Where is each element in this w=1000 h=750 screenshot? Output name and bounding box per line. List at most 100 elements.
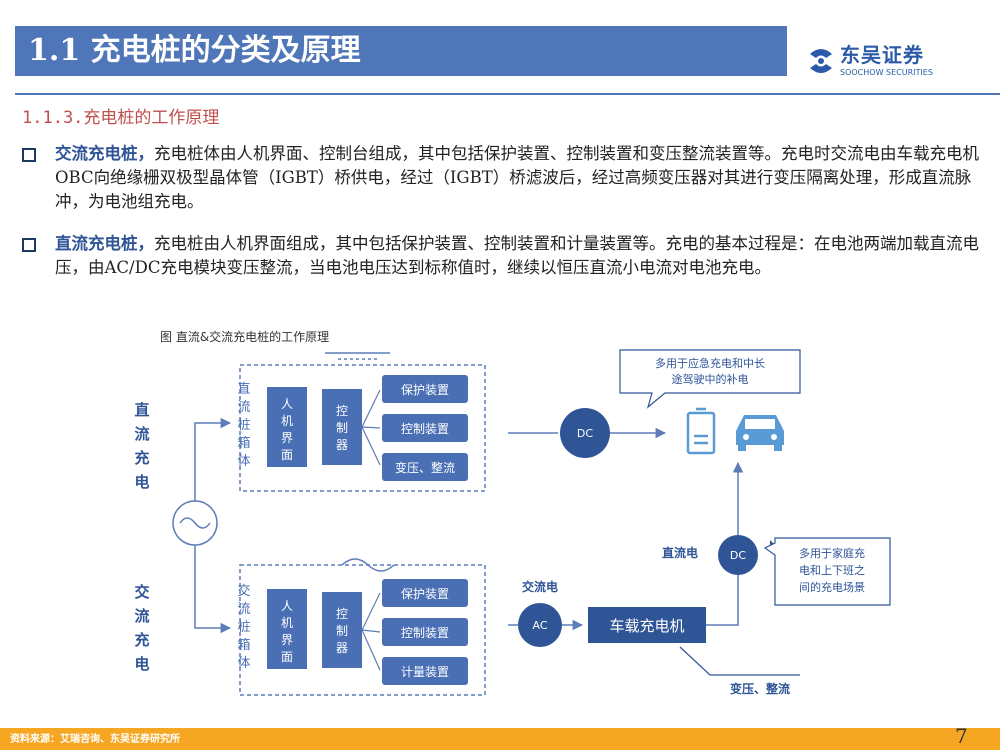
dc-box-char: 体 xyxy=(237,454,250,469)
section-subtitle: 1.1.3.充电桩的工作原理 xyxy=(22,108,220,128)
square-bullet-icon xyxy=(22,148,36,162)
dc-circle-2-label: DC xyxy=(730,549,746,562)
dc-hmi-char: 面 xyxy=(281,448,293,462)
dc-side-char: 电 xyxy=(134,473,149,491)
dc-circle xyxy=(560,408,610,458)
ac-side-char: 充 xyxy=(134,631,149,649)
dc-box-char: 箱 xyxy=(237,435,250,451)
ac-box-char: 流 xyxy=(237,602,250,617)
logo-mark-icon xyxy=(810,49,832,73)
ac-circle xyxy=(518,603,562,647)
charging-diagram: 直 流 充 电 交 流 充 电 直 流 桩 箱 体 人 机 界 面 xyxy=(134,349,891,696)
ac-source-icon xyxy=(172,500,218,546)
note-right-line: 多用于家庭充 xyxy=(799,546,865,560)
ac-side-label: 交 流 充 电 xyxy=(134,583,149,673)
dc-side-char: 充 xyxy=(134,449,149,467)
ac-controller-char: 控 xyxy=(336,607,348,621)
dc-circle-label: DC xyxy=(577,427,593,440)
paragraph-lead: 直流充电桩， xyxy=(55,234,154,253)
logo-english: SOOCHOW SECURITIES xyxy=(840,68,933,77)
dc-box-char: 流 xyxy=(237,400,250,415)
paragraph-text: 充电桩体由人机界面、控制台组成，其中包括保护装置、控制装置和变压整流装置等。充电… xyxy=(55,144,979,211)
dc-side-char: 流 xyxy=(134,425,149,443)
ac-branch-lines xyxy=(361,592,381,671)
ac-circle-label: AC xyxy=(532,619,547,632)
ac-box-char: 交 xyxy=(237,583,250,599)
dc-hmi-char: 界 xyxy=(281,431,293,445)
figure-caption: 图 直流&交流充电桩的工作原理 xyxy=(160,330,330,344)
logo-name: 东吴证券 xyxy=(840,43,924,67)
ac-module-meter xyxy=(382,657,468,685)
note-right-line: 间的充电场景 xyxy=(799,580,865,594)
dc-box-char: 桩 xyxy=(237,418,250,433)
ac-module-label: 计量装置 xyxy=(401,665,449,679)
dc-side-char: 直 xyxy=(134,401,149,419)
dc-box-char: 直 xyxy=(237,382,250,397)
dc-circle-2 xyxy=(718,535,758,575)
label-ac-power: 交流电 xyxy=(522,579,558,594)
ac-box-char: 桩 xyxy=(237,620,250,635)
battery-icon xyxy=(686,407,716,455)
ac-hmi-char: 机 xyxy=(281,616,293,630)
ac-hmi-char: 面 xyxy=(281,650,293,664)
label-dc-power: 直流电 xyxy=(662,545,698,560)
wire-to-dc-box xyxy=(194,417,232,501)
rectify-callout-line xyxy=(679,646,800,676)
dc-controller-char: 控 xyxy=(336,404,348,418)
page-title: 1.1 充电桩的分类及原理 xyxy=(28,33,361,68)
ac-hmi-block xyxy=(267,589,307,669)
car-icon xyxy=(736,415,784,451)
obc-label: 车载充电机 xyxy=(609,617,684,635)
dc-module-control xyxy=(382,414,468,442)
ac-module-label: 保护装置 xyxy=(401,587,449,601)
ac-box-char: 体 xyxy=(237,656,250,671)
dc-controller-char: 制 xyxy=(336,421,348,435)
page-number: 7 xyxy=(955,724,968,748)
footer-source: 资料来源：艾瑞咨询、东吴证券研究所 xyxy=(10,734,180,745)
ac-side-char: 电 xyxy=(134,655,149,673)
dc-module-label: 保护装置 xyxy=(401,383,449,397)
note-top-callout: 多用于应急充电和中长 途驾驶中的补电 xyxy=(619,349,801,409)
ac-hmi-char: 界 xyxy=(281,633,293,647)
dc-hmi-block xyxy=(267,387,307,467)
paragraph-ac: 交流充电桩，充电桩体由人机界面、控制台组成，其中包括保护装置、控制装置和变压整流… xyxy=(22,142,980,214)
dc-side-label: 直 流 充 电 xyxy=(134,401,149,491)
company-logo: 东吴证券 SOOCHOW SECURITIES xyxy=(806,43,976,78)
obc-block xyxy=(588,607,706,643)
dc-cabinet-box: 直 流 桩 箱 体 人 机 界 面 控 制 器 保护装置 控制装置 变压、整流 xyxy=(237,352,486,492)
dc-hmi-char: 机 xyxy=(281,414,293,428)
ac-side-char: 交 xyxy=(134,583,149,601)
ac-module-control xyxy=(382,618,468,646)
paragraph-text: 充电桩由人机界面组成，其中包括保护装置、控制装置和计量装置等。充电的基本过程是：… xyxy=(55,234,979,277)
dc-module-rectify xyxy=(382,453,468,481)
dc-hmi-char: 人 xyxy=(281,397,293,411)
ac-hmi-char: 人 xyxy=(281,599,293,613)
wire-obc-to-dc xyxy=(706,555,744,626)
dc-module-label: 变压、整流 xyxy=(395,460,455,475)
paragraph-lead: 交流充电桩， xyxy=(55,144,154,163)
footer-bar xyxy=(0,728,1000,750)
ac-module-label: 控制装置 xyxy=(401,626,449,640)
dc-controller-block xyxy=(322,389,362,465)
wire-to-ac-box xyxy=(194,545,232,634)
ac-side-char: 流 xyxy=(134,607,149,625)
header-divider xyxy=(15,93,1000,95)
note-top-line: 途驾驶中的补电 xyxy=(672,372,749,386)
ac-controller-block xyxy=(322,592,362,668)
dc-controller-char: 器 xyxy=(336,438,348,452)
title-bar xyxy=(15,26,787,76)
ac-cabinet-box: 交 流 桩 箱 体 人 机 界 面 控 制 器 保护装置 控制装置 计量装置 xyxy=(237,558,486,696)
note-top-line: 多用于应急充电和中长 xyxy=(655,356,765,370)
note-right-callout: 多用于家庭充 电和上下班之 间的充电场景 xyxy=(763,537,891,606)
label-rectify: 变压、整流 xyxy=(730,681,790,696)
square-bullet-icon xyxy=(22,238,36,252)
ac-box-char: 箱 xyxy=(237,637,250,653)
note-right-line: 电和上下班之 xyxy=(799,563,865,577)
dc-module-label: 控制装置 xyxy=(401,422,449,436)
ac-controller-char: 器 xyxy=(336,641,348,655)
dc-branch-lines xyxy=(361,389,381,466)
ac-controller-char: 制 xyxy=(336,624,348,638)
paragraph-dc: 直流充电桩，充电桩由人机界面组成，其中包括保护装置、控制装置和计量装置等。充电的… xyxy=(22,232,980,280)
dc-module-protect xyxy=(382,375,468,403)
ac-module-protect xyxy=(382,579,468,607)
